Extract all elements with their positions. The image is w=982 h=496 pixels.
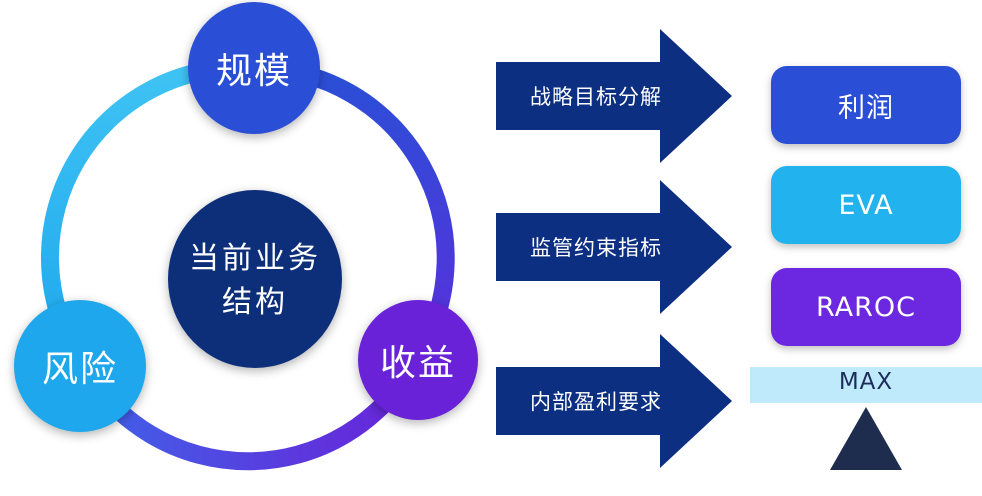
metric-eva-box: EVA xyxy=(771,166,961,244)
node-scale-label: 规模 xyxy=(215,51,292,92)
node-risk-label: 风险 xyxy=(41,349,118,390)
arrow-regulatory-label: 监管约束指标 xyxy=(530,236,662,260)
arrow-profit: 内部盈利要求 xyxy=(496,334,732,468)
node-return-label: 收益 xyxy=(379,343,456,384)
pivot-triangle xyxy=(830,407,902,470)
node-return: 收益 xyxy=(358,300,478,420)
arrow-strategy: 战略目标分解 xyxy=(496,29,732,163)
node-scale: 规模 xyxy=(188,2,320,134)
arrow-regulatory: 监管约束指标 xyxy=(496,180,732,314)
metric-profit-label: 利润 xyxy=(838,92,894,124)
center-label-line2: 结构 xyxy=(222,285,288,320)
metric-raroc-label: RAROC xyxy=(815,291,916,323)
arrow-profit-label: 内部盈利要求 xyxy=(530,390,662,414)
arrow-strategy-shape xyxy=(496,29,732,163)
arrow-regulatory-shape xyxy=(496,180,732,314)
node-risk: 风险 xyxy=(14,300,146,432)
balance-bar-label: MAX xyxy=(838,369,894,395)
arrow-strategy-label: 战略目标分解 xyxy=(530,85,662,109)
center-label-line1: 当前业务 xyxy=(189,241,321,276)
center-circle: 当前业务 结构 xyxy=(168,190,342,368)
arrow-profit-shape xyxy=(496,334,732,468)
metric-raroc-box: RAROC xyxy=(771,268,961,346)
metric-profit-box: 利润 xyxy=(771,66,961,144)
metric-eva-label: EVA xyxy=(838,189,894,221)
balance-bar: MAX xyxy=(750,367,982,403)
